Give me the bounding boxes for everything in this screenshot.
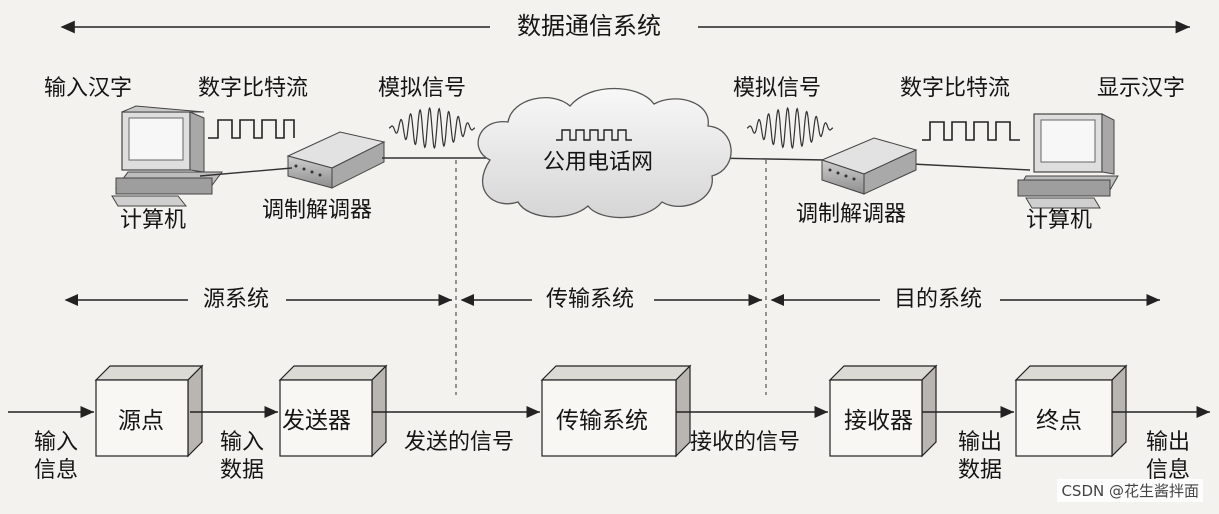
left-modem-icon xyxy=(286,131,386,189)
section-source-label: 源系统 xyxy=(203,287,270,312)
left-analog-wave-icon xyxy=(388,106,476,150)
input-info-line1: 输入 xyxy=(34,430,79,455)
cloud-bitstream-icon xyxy=(556,129,632,141)
network-label: 公用电话网 xyxy=(543,150,654,175)
left-computer-label: 计算机 xyxy=(120,208,187,233)
block-receiver xyxy=(828,364,938,458)
right-computer-icon xyxy=(1017,113,1119,209)
display-chinese-label: 显示汉字 xyxy=(1097,76,1186,101)
system-title: 数据通信系统 xyxy=(517,12,661,40)
input-info-line2: 信息 xyxy=(34,458,79,483)
block-transmitter-label: 发送器 xyxy=(282,408,351,434)
block-destination-label: 终点 xyxy=(1036,408,1082,434)
section-destination-label: 目的系统 xyxy=(894,287,983,312)
left-analog-label: 模拟信号 xyxy=(378,76,467,101)
output-data-line2: 数据 xyxy=(958,458,1003,483)
section-transmission-label: 传输系统 xyxy=(546,287,635,312)
block-source-label: 源点 xyxy=(118,408,164,434)
input-data-line2: 数据 xyxy=(220,458,265,483)
right-analog-label: 模拟信号 xyxy=(733,76,822,101)
block-transmission-label: 传输系统 xyxy=(556,408,648,434)
left-bitstream-label: 数字比特流 xyxy=(198,76,309,101)
output-info-line2: 信息 xyxy=(1146,458,1191,483)
block-transmitter xyxy=(278,364,388,458)
received-signal-label: 接收的信号 xyxy=(690,430,801,455)
right-computer-label: 计算机 xyxy=(1026,208,1093,233)
right-modem-label: 调制解调器 xyxy=(796,202,907,227)
left-computer-icon xyxy=(111,105,223,207)
block-receiver-label: 接收器 xyxy=(844,408,913,434)
left-pc-modem-cable xyxy=(199,167,293,177)
block-transmission xyxy=(540,364,692,458)
left-modem-label: 调制解调器 xyxy=(262,198,373,223)
input-chinese-label: 输入汉字 xyxy=(44,76,133,101)
output-info-line1: 输出 xyxy=(1146,430,1191,455)
right-modem-icon xyxy=(820,137,918,195)
output-data-line1: 输出 xyxy=(958,430,1003,455)
right-analog-wave-icon xyxy=(746,106,834,150)
watermark: CSDN @花生酱拌面 xyxy=(1057,479,1203,502)
left-bitstream-icon xyxy=(208,119,295,139)
block-source xyxy=(94,364,204,458)
sent-signal-label: 发送的信号 xyxy=(404,430,515,455)
phone-network-cloud xyxy=(477,87,732,219)
right-bitstream-icon xyxy=(922,121,1020,141)
right-network-modem-line xyxy=(711,157,827,161)
right-modem-pc-cable xyxy=(911,163,1031,171)
input-data-line1: 输入 xyxy=(220,430,265,455)
block-destination xyxy=(1014,364,1128,458)
right-bitstream-label: 数字比特流 xyxy=(900,76,1011,101)
